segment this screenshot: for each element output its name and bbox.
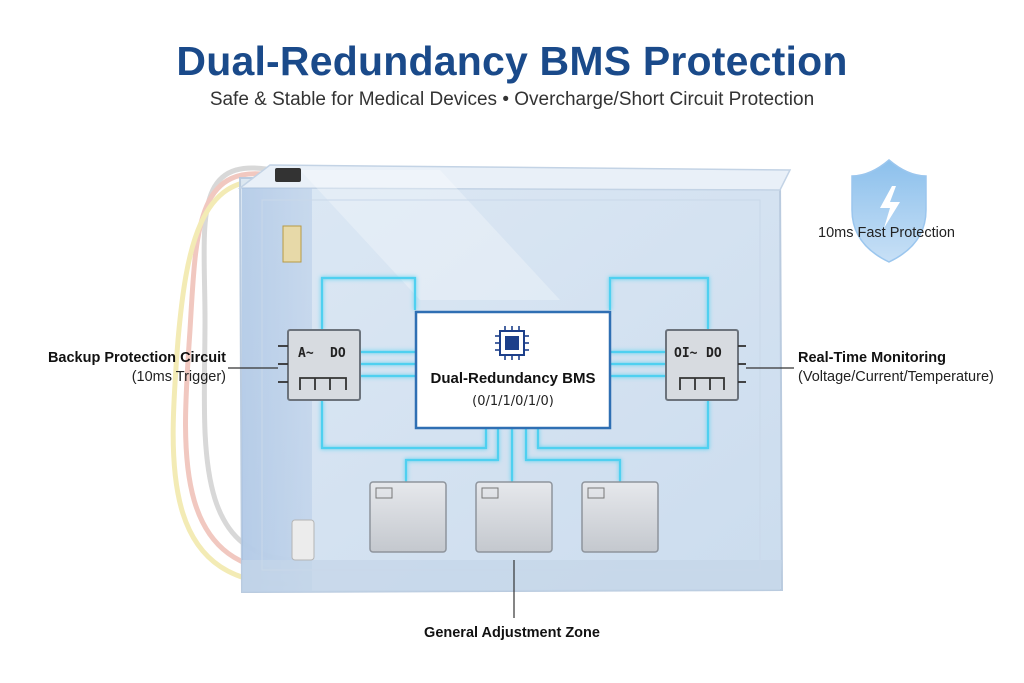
left-module-text-b: DO: [330, 346, 346, 361]
right-module-text-b: DO: [706, 346, 722, 361]
backup-protection-callout: Backup Protection Circuit (10ms Trigger): [48, 349, 226, 387]
cable-bundle: [170, 165, 303, 587]
backup-protection-title: Backup Protection Circuit: [47, 350, 226, 366]
right-module-text-a: OI~: [674, 346, 698, 361]
battery-cell: [475, 481, 553, 553]
monitoring-module: [665, 329, 746, 401]
monitoring-title: Real-Time Monitoring: [798, 350, 946, 366]
bms-title: Dual-Redundancy BMS: [430, 370, 596, 387]
page-title: Dual-Redundancy BMS Protection: [176, 38, 848, 84]
adjustment-zone-label: General Adjustment Zone: [424, 625, 600, 641]
shield-lightning-icon: [851, 159, 927, 263]
callout-lines: [228, 367, 794, 618]
chip-icon: [495, 326, 529, 360]
battery-cell: [369, 481, 447, 553]
fast-protection-label: 10ms Fast Protection: [818, 225, 955, 241]
left-module-text-a: A~: [298, 346, 314, 361]
backup-protection-module: [278, 329, 361, 401]
circuit-traces: [320, 276, 710, 482]
monitoring-callout: Real-Time Monitoring (Voltage/Current/Te…: [798, 349, 994, 387]
page-subtitle: Safe & Stable for Medical Devices • Over…: [209, 89, 815, 110]
battery-cell: [581, 481, 659, 553]
backup-protection-detail: (10ms Trigger): [131, 369, 226, 385]
bms-code: (0/1/1/0/1/0): [472, 394, 554, 409]
monitoring-detail: (Voltage/Current/Temperature): [798, 369, 994, 385]
bms-board: [414, 310, 612, 430]
